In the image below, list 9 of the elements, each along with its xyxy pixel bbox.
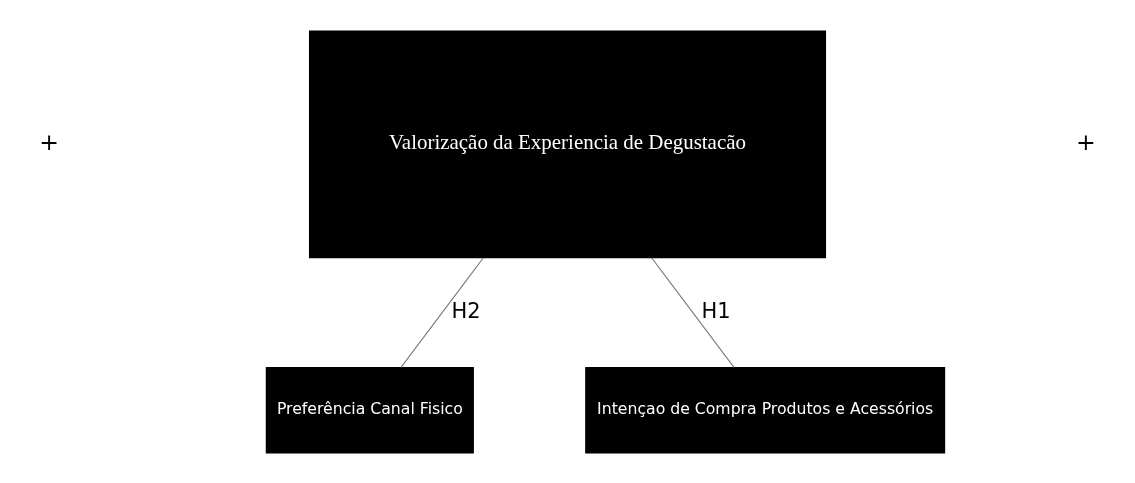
label: + [1076, 127, 1096, 156]
node-box: Preferência Canal Fisico [265, 366, 474, 453]
connector [400, 256, 484, 368]
edge-label: H1 [701, 298, 731, 323]
edge-label: H2 [451, 298, 481, 323]
node-box: Intençao de Compra Produtos e Acessórios [585, 366, 946, 453]
node-box: Valorização da Experiencia de Degustacão [308, 30, 827, 258]
label: + [39, 127, 59, 156]
connector [651, 256, 735, 368]
